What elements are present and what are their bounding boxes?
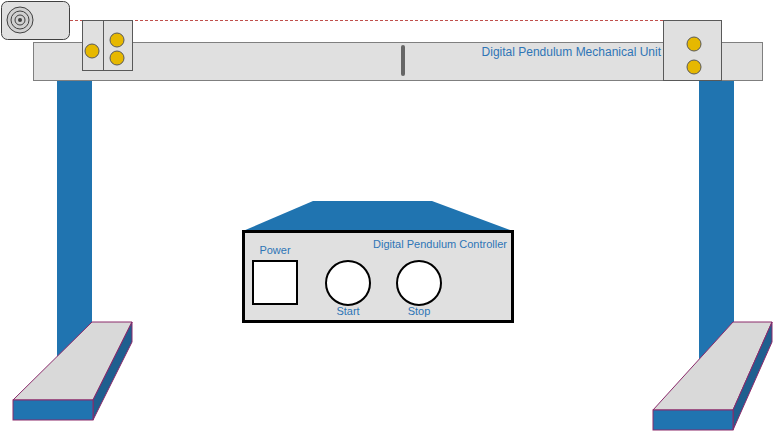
push-button: Stop	[396, 260, 442, 318]
mechanical-unit-beam: Digital Pendulum Mechanical Unit	[33, 42, 763, 81]
right-leg	[699, 80, 734, 362]
encoder-ring	[7, 7, 33, 33]
bolt	[687, 60, 701, 74]
left-foot-front	[13, 400, 93, 420]
pulley-block	[664, 21, 722, 81]
bolt	[110, 51, 124, 65]
bolt	[85, 44, 99, 58]
power-square	[252, 260, 298, 305]
button-outline	[397, 261, 441, 305]
encoder-ring	[11, 11, 29, 29]
push-button: Start	[325, 260, 371, 318]
encoder-ring	[15, 15, 25, 25]
right-foot-front	[653, 410, 733, 430]
power-switch: Power	[252, 244, 298, 306]
cart-marker	[401, 45, 405, 76]
beam	[34, 43, 763, 81]
node-label: Start	[325, 306, 371, 317]
controller-box: Digital Pendulum ControllerPowerStart Sto…	[242, 230, 514, 323]
node-label: Digital Pendulum Controller	[373, 238, 507, 250]
node-label: Digital Pendulum Mechanical Unit	[482, 45, 661, 59]
left-foot-side	[93, 322, 132, 420]
encoder-hub	[18, 18, 22, 22]
button-circle	[396, 260, 442, 306]
node-label: Stop	[396, 306, 442, 317]
button-outline	[326, 261, 370, 305]
encoder-housing	[2, 2, 70, 40]
bolt	[687, 37, 701, 51]
pulley-block	[83, 21, 133, 71]
bolt	[110, 33, 124, 47]
button-circle	[325, 260, 371, 306]
right-foot-side	[733, 322, 772, 430]
left-leg	[57, 80, 92, 362]
controller-top	[243, 201, 513, 231]
node-label: Power	[252, 244, 298, 258]
block-divider	[103, 21, 104, 71]
pendulum-wire	[70, 20, 663, 21]
